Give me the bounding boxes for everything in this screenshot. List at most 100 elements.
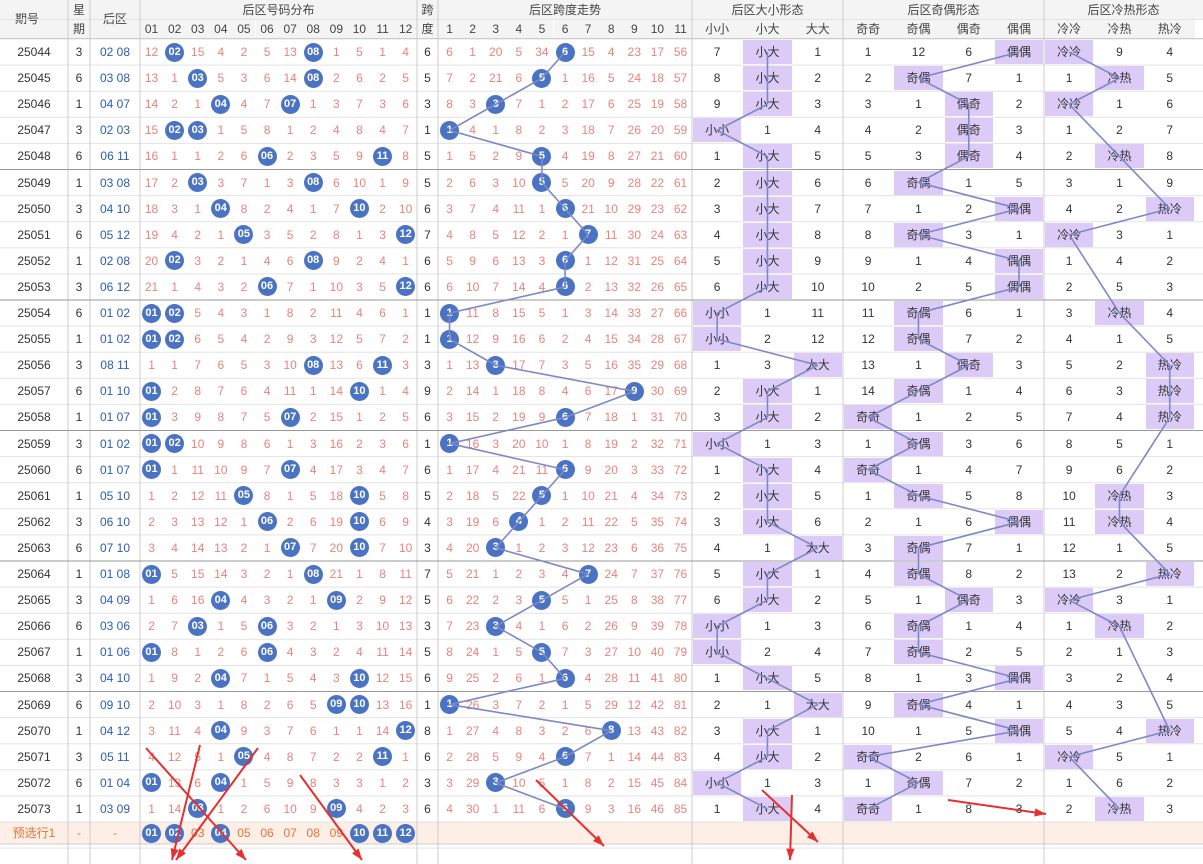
- miss-count: 5: [309, 488, 317, 503]
- drawn-ball: 05: [234, 747, 254, 767]
- column-header-week-a: 星: [68, 0, 90, 20]
- period-cell: 25064: [17, 567, 51, 581]
- span-value: 7: [424, 567, 431, 581]
- miss-count: 2: [263, 697, 271, 712]
- span-miss: 12: [465, 332, 480, 347]
- hot-cold-cell: 3: [1065, 175, 1073, 190]
- miss-count: 10: [283, 358, 297, 373]
- span-miss: 5: [631, 514, 638, 529]
- span-miss: 4: [469, 123, 476, 138]
- hot-cold-cell: 5: [1166, 697, 1174, 712]
- preselect-ball[interactable]: 02: [165, 823, 185, 843]
- span-miss: 6: [631, 540, 638, 555]
- preselect-number[interactable]: 09: [329, 826, 344, 840]
- span-miss: 29: [465, 775, 480, 790]
- span-miss: 69: [673, 384, 688, 399]
- size-cell: 5: [814, 488, 822, 503]
- miss-count: 7: [402, 462, 409, 477]
- preselect-label[interactable]: 预选行1: [12, 826, 56, 840]
- span-value: 6: [424, 45, 431, 59]
- back-numbers-cell: 04 10: [99, 201, 131, 216]
- odd-even-cell: 12: [861, 332, 875, 347]
- span-miss: 8: [584, 775, 592, 790]
- odd-even-cell: 1: [965, 175, 973, 190]
- miss-count: 1: [309, 593, 317, 608]
- drawn-ball: 11: [373, 146, 392, 166]
- hot-cold-cell: 热冷: [1145, 353, 1194, 378]
- miss-count: 3: [309, 645, 317, 660]
- miss-count: 9: [286, 775, 294, 790]
- span-num-header: 11: [669, 19, 693, 39]
- dist-num-header: 12: [394, 19, 418, 39]
- preselect-number[interactable]: 03: [191, 826, 205, 840]
- miss-count: 4: [263, 384, 271, 399]
- preselect-number[interactable]: 05: [237, 826, 251, 840]
- miss-count: 4: [379, 123, 386, 138]
- odd-even-cell: 5: [1015, 175, 1023, 190]
- span-miss: 28: [627, 175, 642, 190]
- miss-count: 3: [356, 279, 363, 294]
- drawn-ball: 02: [165, 329, 185, 349]
- span-value: 4: [424, 514, 431, 529]
- odd-even-cell: 奇偶: [894, 431, 943, 456]
- span-miss: 19: [465, 514, 480, 529]
- drawn-ball: 01: [142, 773, 161, 793]
- size-cell: 1: [713, 149, 721, 164]
- period-cell: 25068: [17, 671, 51, 686]
- preselect-number[interactable]: 06: [260, 826, 274, 840]
- preselect-ball[interactable]: 01: [142, 823, 161, 843]
- odd-even-cell: 2: [864, 514, 872, 529]
- column-header-period[interactable]: 期号: [0, 0, 68, 39]
- miss-count: 2: [148, 514, 155, 529]
- miss-count: 3: [309, 436, 317, 451]
- span-miss: 2: [538, 227, 546, 242]
- span-value: 5: [424, 645, 431, 660]
- span-miss: 6: [469, 175, 476, 190]
- miss-count: 9: [356, 149, 363, 164]
- span-miss: 2: [492, 410, 500, 425]
- span-miss: 9: [515, 749, 523, 764]
- span-value: 5: [424, 488, 431, 503]
- span-value: 1: [424, 123, 431, 138]
- preselect-ball[interactable]: 10: [349, 823, 369, 843]
- odd-even-cell: 11: [861, 306, 875, 320]
- hot-cold-cell: 冷热: [1095, 509, 1144, 534]
- miss-count: 4: [333, 123, 340, 138]
- span-miss: 6: [446, 279, 453, 294]
- miss-count: 2: [286, 149, 294, 164]
- miss-count: 3: [240, 567, 248, 581]
- preselect-ball[interactable]: 04: [211, 823, 231, 843]
- span-ball: 6: [555, 277, 575, 297]
- span-ball: 6: [555, 199, 575, 219]
- span-ball: 7: [578, 564, 598, 584]
- preselect-number[interactable]: 08: [306, 826, 320, 840]
- span-ball: 5: [532, 68, 552, 88]
- week-cell: 6: [75, 619, 83, 634]
- span-miss: 4: [446, 801, 453, 816]
- span-miss: 9: [538, 410, 546, 425]
- hot-cold-cell: 冷冷: [1045, 40, 1094, 65]
- period-cell: 25054: [17, 306, 51, 320]
- hot-cold-cell: 4: [1166, 671, 1174, 686]
- odd-even-cell: 奇偶: [894, 483, 943, 508]
- miss-count: 14: [167, 801, 182, 816]
- span-miss: 25: [465, 671, 480, 686]
- span-miss: 6: [584, 384, 592, 399]
- preselect-number[interactable]: 07: [283, 826, 297, 840]
- preselect-ball[interactable]: 11: [373, 823, 392, 843]
- size-cell: 1: [713, 671, 721, 686]
- preselect-ball[interactable]: 12: [396, 823, 416, 843]
- hot-cold-cell: 冷冷: [1045, 92, 1094, 117]
- miss-count: 5: [356, 332, 363, 347]
- hot-cold-cell: 3: [1166, 801, 1174, 816]
- miss-count: 4: [356, 306, 363, 320]
- miss-count: 12: [191, 488, 205, 503]
- period-cell: 25053: [17, 279, 51, 294]
- size-cell: 小大: [743, 40, 792, 65]
- odd-even-cell: 奇偶: [894, 222, 943, 247]
- size-cell: 1: [713, 462, 721, 477]
- hot-cold-cell: 冷热: [1095, 614, 1144, 639]
- size-cell: 大大: [793, 353, 842, 378]
- span-miss: 17: [465, 462, 480, 477]
- span-miss: 2: [446, 175, 453, 190]
